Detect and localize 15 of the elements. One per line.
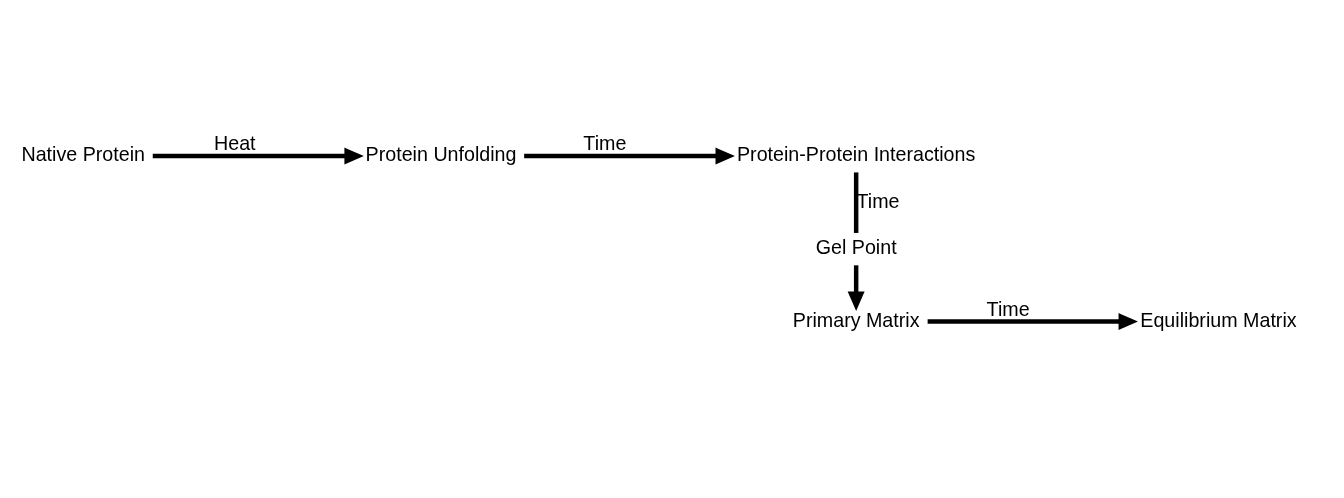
- node-text: Native Protein: [21, 143, 145, 166]
- node-text: Gel Point: [815, 236, 897, 259]
- edge-label: Time: [856, 189, 900, 212]
- edge-label: Heat: [214, 132, 256, 155]
- arrow: [847, 265, 865, 311]
- arrow: [524, 147, 735, 165]
- edge-label: Time: [986, 297, 1030, 320]
- connector: [853, 172, 859, 233]
- arrow: [152, 147, 364, 165]
- arrow: [927, 313, 1138, 331]
- node-text: Protein Unfolding: [365, 143, 517, 166]
- node-text: Primary Matrix: [792, 308, 920, 331]
- node-text: Protein-Protein Interactions: [736, 143, 976, 166]
- node-text: Equilibrium Matrix: [1140, 308, 1297, 331]
- edge-label: Time: [583, 132, 627, 155]
